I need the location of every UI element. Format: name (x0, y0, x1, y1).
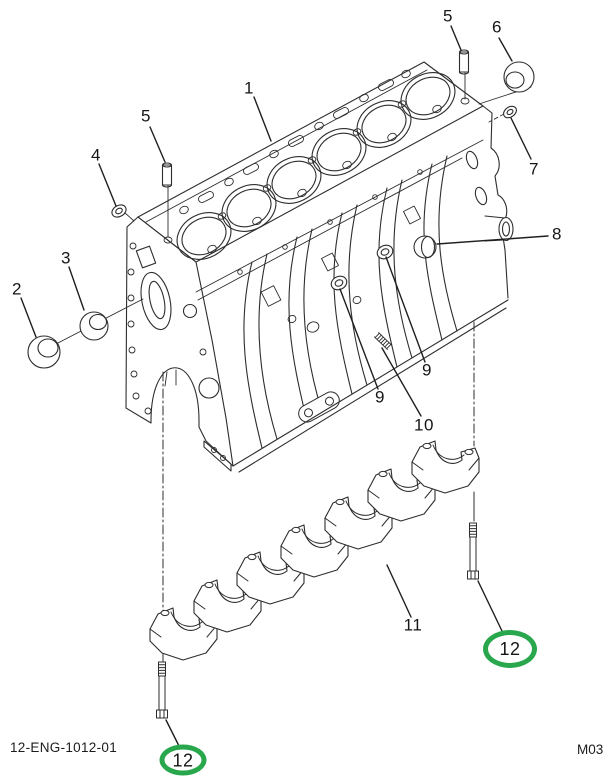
callout-7[interactable]: 7 (529, 159, 539, 179)
cup-plug-small-2 (376, 244, 394, 260)
callout-3[interactable]: 3 (61, 248, 71, 268)
seal-ring (503, 61, 535, 93)
bushing-front (27, 335, 61, 369)
callout-12[interactable]: 12 (159, 744, 207, 776)
cylinder-block-art (125, 61, 514, 473)
callout-2[interactable]: 2 (12, 279, 22, 299)
callout-8[interactable]: 8 (552, 224, 562, 244)
sheet-code: M03 (577, 742, 604, 757)
cup-plug-small-1 (330, 275, 348, 291)
dowel-pin-right (458, 49, 470, 75)
flanged-plug (503, 105, 517, 119)
callout-12[interactable]: 12 (483, 630, 537, 668)
bushings-and-plugs-art (27, 49, 535, 369)
callout-10[interactable]: 10 (414, 415, 434, 435)
threaded-stud (373, 332, 393, 350)
callout-5[interactable]: 5 (141, 106, 151, 126)
dowel-pin-left (161, 162, 173, 188)
bushing-rear (79, 311, 109, 341)
callout-6[interactable]: 6 (492, 17, 502, 37)
cup-plug-large (413, 235, 437, 259)
callout-1[interactable]: 1 (244, 78, 254, 98)
figure-id: 12-ENG-1012-01 (10, 740, 118, 755)
leader-lines (20, 25, 549, 747)
callout-4[interactable]: 4 (91, 145, 101, 165)
callout-9[interactable]: 9 (375, 387, 385, 407)
callout-11[interactable]: 11 (403, 615, 423, 635)
callout-5[interactable]: 5 (443, 6, 453, 26)
callout-9[interactable]: 9 (422, 360, 432, 380)
